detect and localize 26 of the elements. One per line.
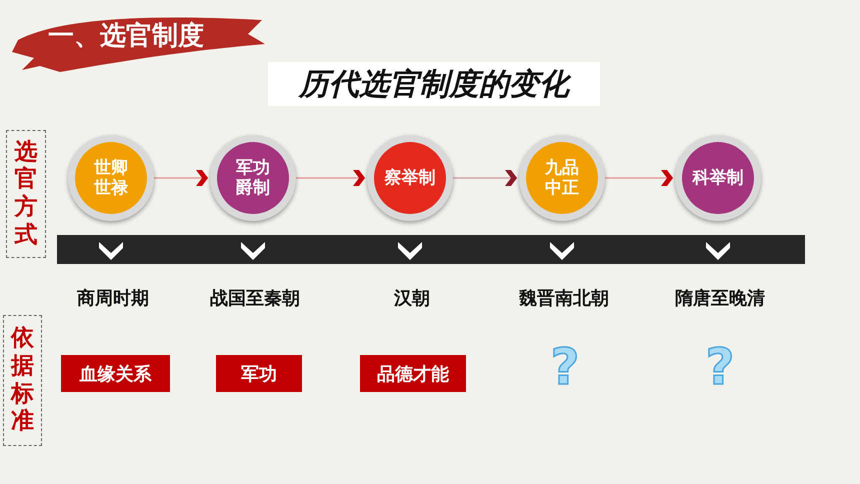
method-circle [675,135,761,221]
vertical-heading: 选官方式 [14,138,38,250]
method-circle [367,135,453,221]
vertical-heading: 依据标准 [11,325,34,436]
section-title: 一、选官制度 [48,20,204,53]
period-label: 战国至秦朝 [209,287,301,310]
criterion-tag: 血缘关系 [61,355,170,392]
method-name: 军功爵制 [235,158,271,198]
question-mark: ? [549,342,580,392]
dashed-label-box [6,130,46,258]
period-label: 魏晋南北朝 [518,287,610,310]
calligraphy-heading: 历代选官制度的变化 [268,62,600,106]
method-name: 科举制 [692,168,744,188]
method-circle [210,135,296,221]
method-name: 察举制 [384,168,436,188]
dashed-label-box [3,315,42,446]
method-circle [68,135,154,221]
period-label: 汉朝 [392,287,431,310]
question-mark: ? [704,342,736,392]
period-label: 商周时期 [76,287,150,310]
criterion-tag: 品德才能 [360,355,466,392]
period-label: 隋唐至晚清 [674,287,766,310]
criterion-tag: 军功 [216,355,302,392]
method-name: 九品中正 [544,158,580,198]
method-name: 世卿世禄 [93,158,129,198]
method-circle [519,135,605,221]
